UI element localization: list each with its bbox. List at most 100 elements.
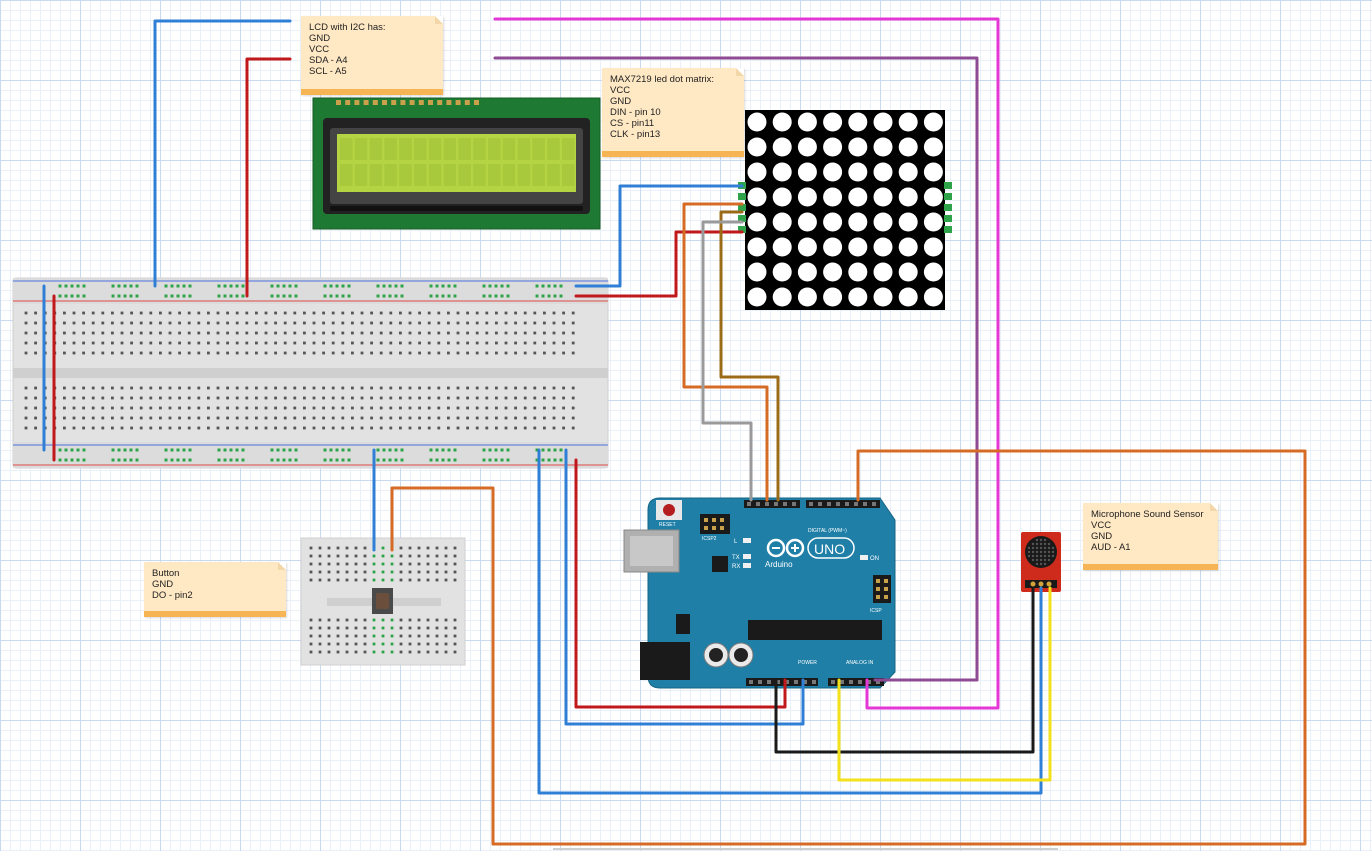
matrix-note[interactable]: MAX7219 led dot matrix: VCC GND DIN - pi… xyxy=(602,68,744,157)
terminal-hole xyxy=(533,416,537,420)
small-hole xyxy=(327,546,331,550)
rail-hole xyxy=(229,448,233,452)
small-hole xyxy=(363,650,367,654)
rail-hole xyxy=(58,284,62,288)
mic-aud-wire[interactable] xyxy=(837,586,1052,782)
small-hole xyxy=(354,642,358,646)
rail-hole xyxy=(441,458,445,462)
matrix-clk-wire[interactable] xyxy=(701,220,753,502)
terminal-hole xyxy=(504,341,508,345)
terminal-hole xyxy=(543,406,546,410)
terminal-hole xyxy=(408,341,412,345)
terminal-hole xyxy=(341,311,345,315)
terminal-hole xyxy=(111,386,114,390)
terminal-hole xyxy=(82,386,85,390)
breadboard-vcc-wire[interactable] xyxy=(574,458,787,709)
terminal-hole xyxy=(571,426,575,430)
terminal-hole xyxy=(178,386,181,390)
lcd-sda-wire[interactable] xyxy=(493,17,1000,710)
rail-hole xyxy=(164,284,168,288)
lcd-gnd-wire[interactable] xyxy=(153,19,292,288)
terminal-hole xyxy=(63,351,66,355)
small-hole xyxy=(453,634,457,638)
terminal-hole xyxy=(283,406,287,410)
rail-hole xyxy=(429,458,433,462)
mic-gnd-wire[interactable] xyxy=(774,586,1035,754)
rail-hole xyxy=(223,448,227,452)
terminal-hole xyxy=(475,386,479,390)
matrix-gnd-wire[interactable] xyxy=(574,230,744,298)
terminal-hole xyxy=(264,351,268,355)
mic-note[interactable]: Microphone Sound Sensor VCC GND AUD - A1 xyxy=(1083,503,1218,570)
button-note[interactable]: Button GND DO - pin2 xyxy=(144,562,286,617)
terminal-hole xyxy=(255,406,258,410)
terminal-hole xyxy=(274,321,277,325)
lcd-note[interactable]: LCD with I2C has: GND VCC SDA - A4 SCL -… xyxy=(301,16,443,95)
icsp2-label: ICSP2 xyxy=(702,536,717,542)
small-hole xyxy=(399,634,403,638)
button-signal-wire[interactable] xyxy=(390,449,1307,846)
mic-mesh-hole xyxy=(1043,538,1047,542)
terminal-hole xyxy=(495,331,498,335)
small-hole xyxy=(390,634,394,638)
rail-hole xyxy=(64,448,68,452)
terminal-hole xyxy=(274,406,277,410)
small-hole xyxy=(408,546,412,550)
terminal-hole xyxy=(264,386,268,390)
small-hole xyxy=(309,578,313,582)
terminal-hole xyxy=(389,416,393,420)
terminal-hole xyxy=(293,396,297,400)
rail-hole xyxy=(394,294,398,298)
terminal-hole xyxy=(456,416,460,420)
lcd-header-pins xyxy=(336,100,479,105)
terminal-hole xyxy=(197,331,201,335)
matrix-din-wire[interactable] xyxy=(682,202,769,502)
terminal-hole xyxy=(514,321,517,325)
rail-hole xyxy=(323,284,327,288)
small-hole xyxy=(435,650,439,654)
push-button[interactable] xyxy=(372,588,393,614)
terminal-hole xyxy=(495,311,498,315)
matrix-vcc-wire[interactable] xyxy=(574,184,744,288)
mic-vcc-wire[interactable] xyxy=(537,448,1043,795)
small-hole xyxy=(318,546,322,550)
small-hole xyxy=(354,554,358,558)
small-hole xyxy=(417,626,421,630)
terminal-hole xyxy=(514,406,517,410)
lcd-scl-wire[interactable] xyxy=(493,56,979,682)
matrix-dot xyxy=(772,187,792,207)
small-hole xyxy=(399,626,403,630)
terminal-hole xyxy=(370,406,373,410)
terminal-hole xyxy=(91,416,95,420)
small-hole xyxy=(336,570,340,574)
terminal-hole xyxy=(245,406,249,410)
mic-mesh-hole xyxy=(1039,542,1043,546)
lcd-pin xyxy=(474,100,479,105)
matrix-cs-wire[interactable] xyxy=(719,210,780,502)
terminal-hole xyxy=(571,386,575,390)
terminal-hole xyxy=(139,311,143,315)
small-hole xyxy=(444,634,448,638)
terminal-hole xyxy=(427,386,431,390)
terminal-hole xyxy=(120,321,124,325)
rail-hole xyxy=(559,448,563,452)
small-hole xyxy=(354,634,358,638)
terminal-hole xyxy=(312,341,316,345)
analog-pin xyxy=(876,680,880,684)
terminal-hole xyxy=(293,311,297,315)
small-hole xyxy=(426,634,430,638)
terminal-hole xyxy=(351,341,354,345)
terminal-hole xyxy=(456,351,460,355)
terminal-hole xyxy=(235,426,239,430)
mic-mesh-hole xyxy=(1047,558,1051,562)
lcd-vcc-wire[interactable] xyxy=(245,57,292,298)
terminal-hole xyxy=(72,321,76,325)
matrix-dot xyxy=(898,212,918,232)
small-hole xyxy=(363,578,367,582)
matrix-dot xyxy=(923,212,943,232)
terminal-hole xyxy=(63,396,66,400)
terminal-hole xyxy=(370,396,373,400)
terminal-hole xyxy=(437,396,441,400)
uno-model: UNO xyxy=(814,541,845,557)
breadboard-gnd-wire[interactable] xyxy=(564,448,805,726)
